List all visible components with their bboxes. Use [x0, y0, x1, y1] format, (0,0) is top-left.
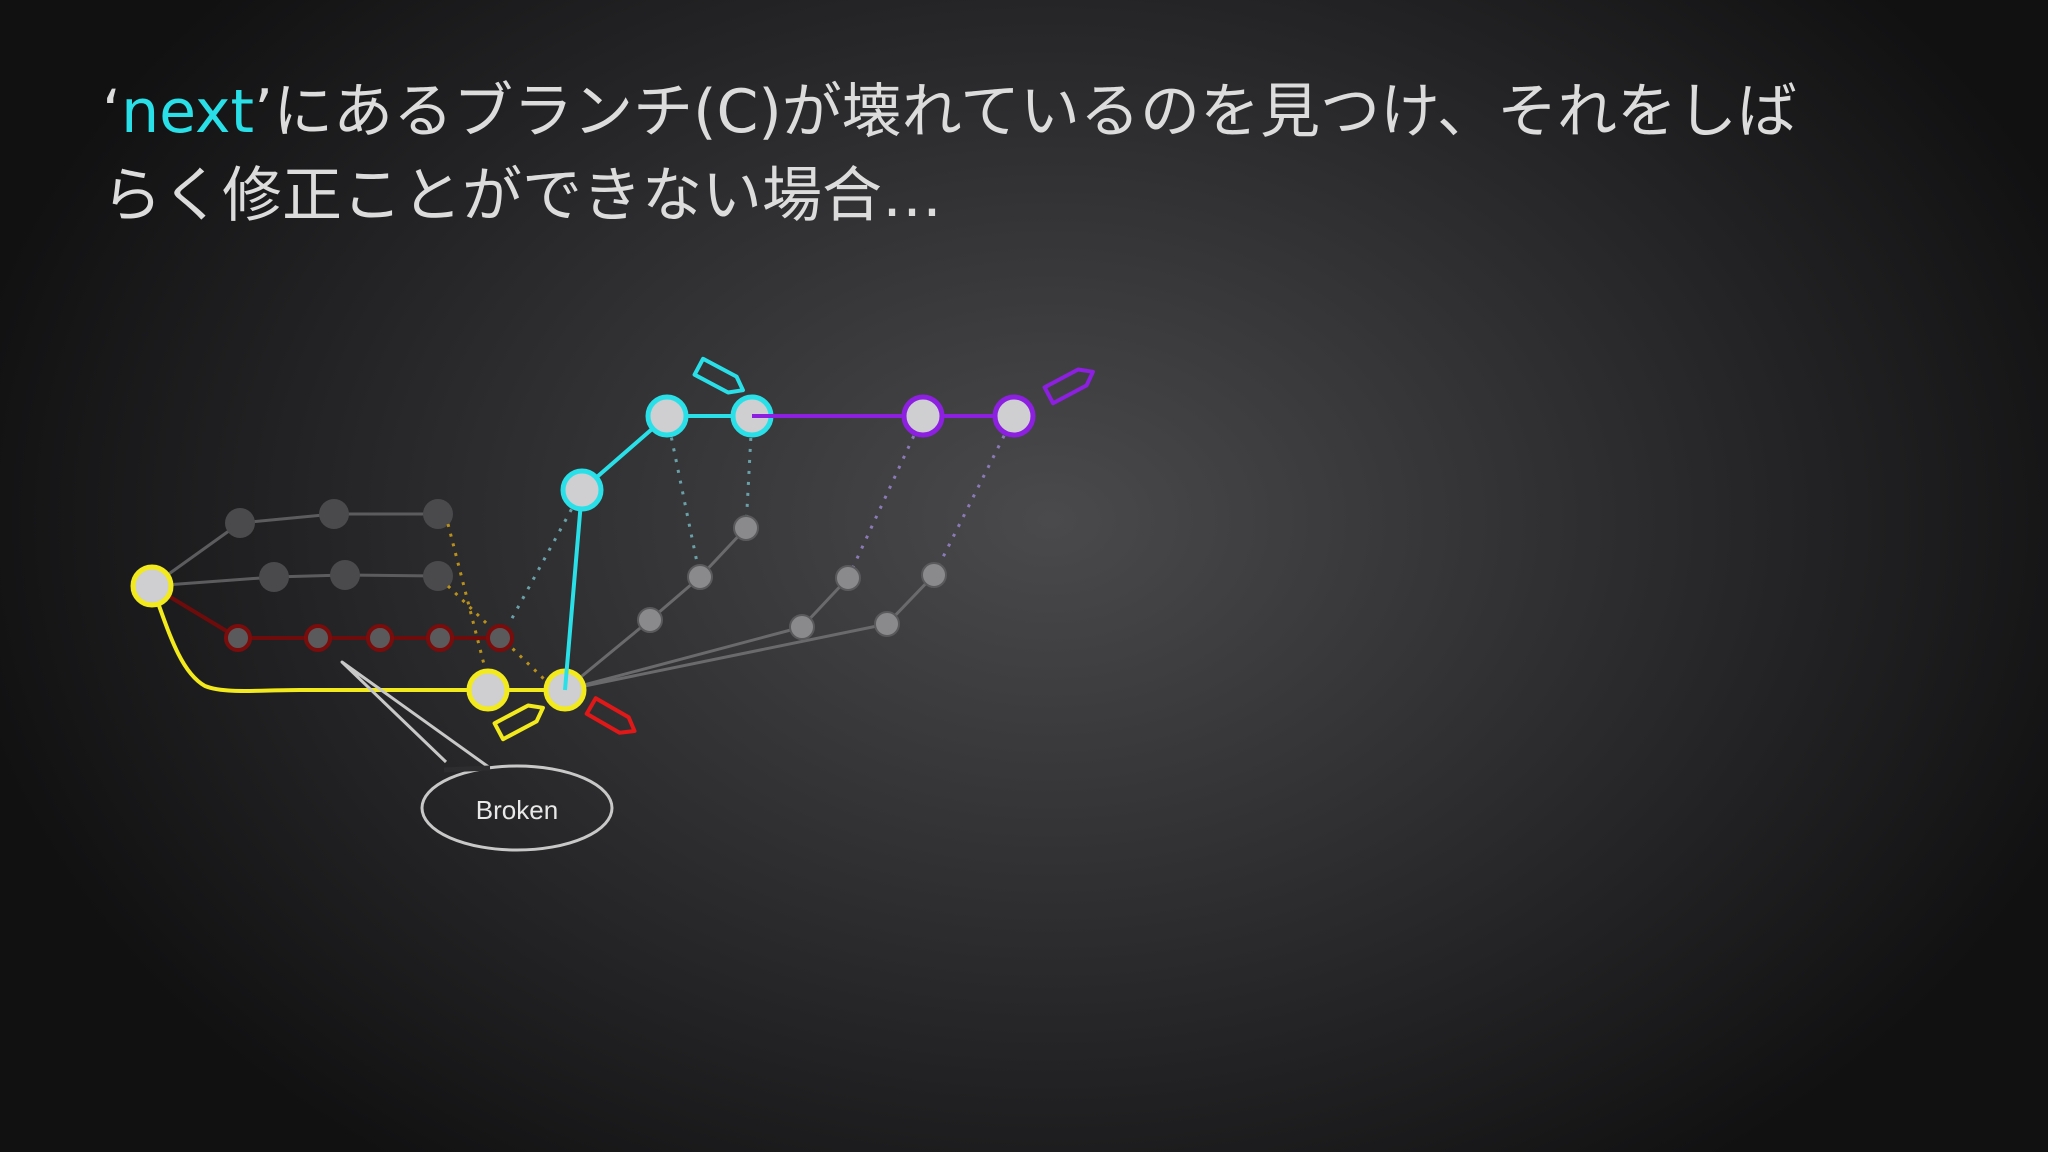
commit-broken: [426, 624, 454, 652]
commit-gray: [423, 499, 453, 529]
pu-branch: [752, 394, 1036, 438]
tag-red-icon: [584, 696, 637, 735]
commit-master: [466, 668, 510, 712]
commit-next: [560, 468, 604, 512]
commit-broken: [366, 624, 394, 652]
broken-label: Broken: [476, 795, 558, 825]
commit-next: [645, 394, 689, 438]
tag-next-icon: [692, 356, 745, 395]
commit-gray-light: [789, 614, 815, 640]
slide-title: ‘next’にあるブランチ(C)が壊れているのを見つけ、それをしばらく修正ことが…: [102, 70, 1822, 238]
next-branch: [560, 394, 774, 691]
dotted-pending-links: [508, 415, 1016, 623]
orange-dotted-merges: [446, 523, 547, 682]
gray-lower-commits: [637, 515, 947, 640]
commit-gray-light: [637, 607, 663, 633]
commit-gray-light: [733, 515, 759, 541]
master-branch: [130, 564, 587, 712]
commit-gray: [225, 508, 255, 538]
title-highlight-next: next: [121, 77, 254, 147]
commit-broken: [304, 624, 332, 652]
commit-gray: [259, 562, 289, 592]
broken-topic-branch: [150, 584, 514, 652]
commit-broken: [486, 624, 514, 652]
title-open-quote: ‘: [102, 77, 122, 147]
commit-gray-light: [874, 611, 900, 637]
commit-gray: [423, 561, 453, 591]
commit-gray-light: [687, 564, 713, 590]
commit-pu-tip: [992, 394, 1036, 438]
commit-gray: [319, 499, 349, 529]
commit-gray-light: [835, 565, 861, 591]
gray-lower-links: [564, 526, 936, 692]
title-rest: ’にあるブランチ(C)が壊れているのを見つけ、それをしばらく修正ことができない場…: [102, 77, 1797, 231]
commit-gray-light: [921, 562, 947, 588]
gray-upper-branch: [151, 512, 439, 588]
commit-master-root: [130, 564, 174, 608]
broken-callout: Broken: [340, 660, 614, 852]
tag-master-icon: [492, 703, 545, 742]
tag-pu-icon: [1042, 367, 1095, 406]
commit-gray: [330, 560, 360, 590]
commit-broken: [224, 624, 252, 652]
gray-upper-commits: [225, 499, 453, 592]
commit-pu: [901, 394, 945, 438]
